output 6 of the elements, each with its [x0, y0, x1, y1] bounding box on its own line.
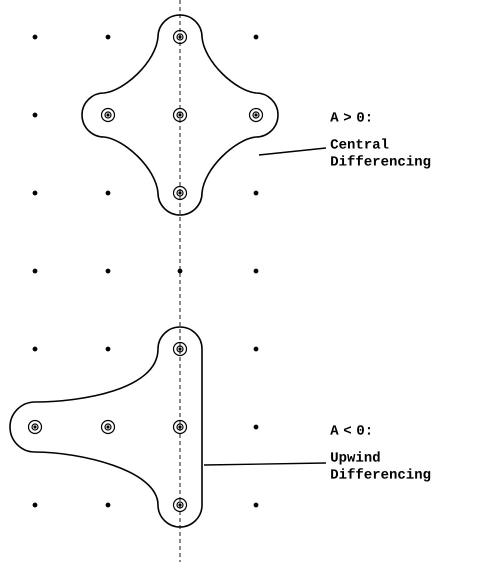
text-label: A < 0: Upwind Differencing — [330, 425, 430, 482]
leader-line — [258, 147, 326, 156]
stencil-outline — [81, 14, 279, 216]
text-label: A > 0: Central Differencing — [330, 112, 430, 169]
stencil-outline — [9, 326, 203, 528]
leader-line — [204, 462, 326, 466]
